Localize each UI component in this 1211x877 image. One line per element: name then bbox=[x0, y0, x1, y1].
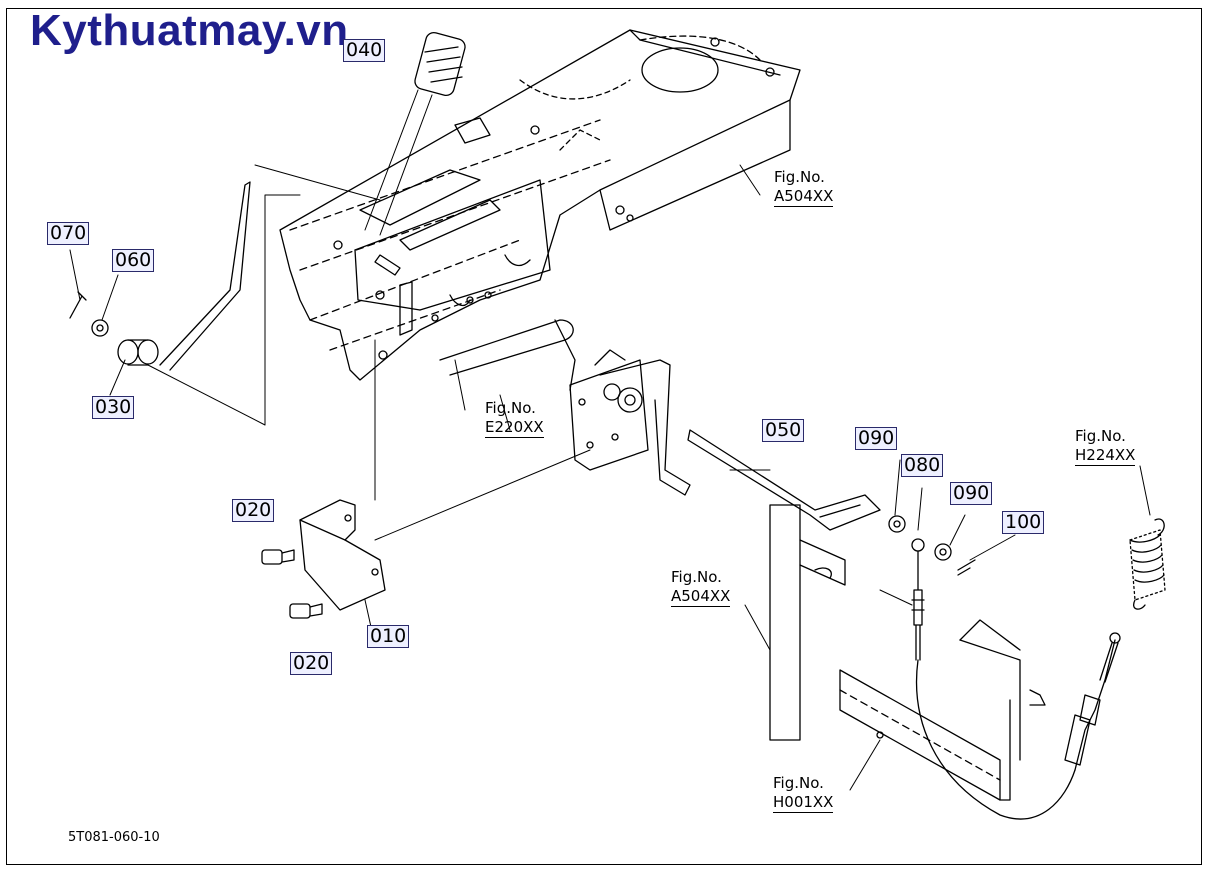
part-label-090-right[interactable]: 090 bbox=[950, 482, 993, 505]
bolt-020-upper bbox=[261, 549, 295, 565]
fig-ref-a504-top-line1: Fig.No. bbox=[774, 168, 825, 186]
fig-ref-h224-line1: Fig.No. bbox=[1075, 427, 1126, 445]
bracket-010 bbox=[299, 499, 386, 611]
part-label-030[interactable]: 030 bbox=[92, 396, 135, 419]
drawing-number: 5T081-060-10 bbox=[68, 830, 160, 845]
pin-100 bbox=[957, 559, 976, 576]
part-label-080[interactable]: 080 bbox=[901, 454, 944, 477]
rod-050 bbox=[687, 429, 881, 531]
part-label-020-lower[interactable]: 020 bbox=[290, 652, 333, 675]
side-plate bbox=[769, 504, 846, 741]
washer-090-left bbox=[888, 515, 906, 533]
cable-end-080 bbox=[911, 538, 925, 661]
part-label-010[interactable]: 010 bbox=[367, 625, 410, 648]
fig-ref-a504-top-line2: A504XX bbox=[774, 187, 834, 207]
fig-ref-h224-line2: H224XX bbox=[1075, 446, 1136, 466]
fig-ref-h001-line1: Fig.No. bbox=[773, 774, 824, 792]
tractor-frame bbox=[279, 29, 801, 381]
return-spring bbox=[1129, 518, 1166, 610]
throttle-lever bbox=[159, 31, 466, 371]
washer-060 bbox=[91, 319, 109, 337]
part-label-060[interactable]: 060 bbox=[112, 249, 155, 272]
fig-ref-h001-line2: H001XX bbox=[773, 793, 834, 813]
fig-ref-h224[interactable]: Fig.No. H224XX bbox=[1075, 427, 1136, 466]
fig-ref-a504-top[interactable]: Fig.No. A504XX bbox=[774, 168, 834, 207]
drawing-frame bbox=[6, 8, 1202, 865]
part-label-070[interactable]: 070 bbox=[47, 222, 90, 245]
part-label-050[interactable]: 050 bbox=[762, 419, 805, 442]
bolt-020-lower bbox=[289, 603, 323, 619]
part-label-040[interactable]: 040 bbox=[343, 39, 386, 62]
lower-frame bbox=[839, 619, 1121, 820]
part-label-090-left[interactable]: 090 bbox=[855, 427, 898, 450]
fig-ref-a504-mid-line1: Fig.No. bbox=[671, 568, 722, 586]
fig-ref-e220[interactable]: Fig.No. E220XX bbox=[485, 399, 544, 438]
collar-030 bbox=[117, 339, 159, 366]
part-label-100[interactable]: 100 bbox=[1002, 511, 1045, 534]
washer-090-right bbox=[934, 543, 952, 561]
fig-ref-e220-line2: E220XX bbox=[485, 418, 544, 438]
site-watermark: Kythuatmay.vn bbox=[30, 6, 349, 55]
fig-ref-a504-mid[interactable]: Fig.No. A504XX bbox=[671, 568, 731, 607]
fig-ref-a504-mid-line2: A504XX bbox=[671, 587, 731, 607]
split-pin-070 bbox=[69, 291, 87, 319]
fig-ref-e220-line1: Fig.No. bbox=[485, 399, 536, 417]
fig-ref-h001[interactable]: Fig.No. H001XX bbox=[773, 774, 834, 813]
part-label-020-upper[interactable]: 020 bbox=[232, 499, 275, 522]
control-bracket bbox=[439, 319, 691, 496]
